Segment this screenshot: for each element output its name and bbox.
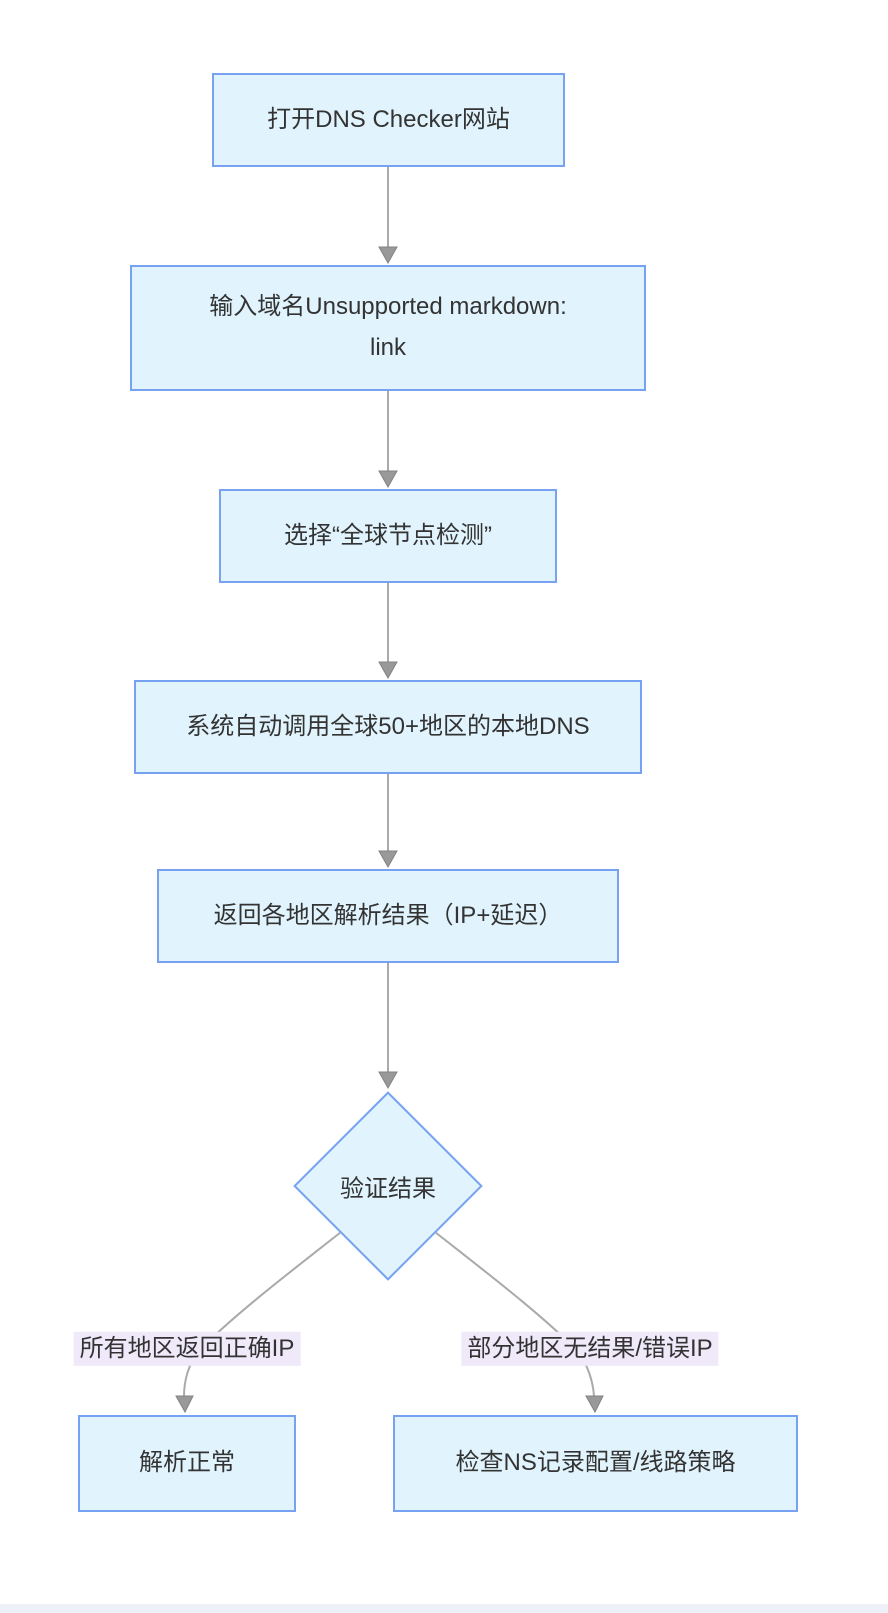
arrowhead-into-verify — [378, 1071, 398, 1090]
node-return-results-label: 返回各地区解析结果（IP+延迟） — [213, 901, 563, 929]
node-select-global-check-label: 选择“全球节点检测” — [284, 521, 492, 549]
node-check-ns-config-label: 检查NS记录配置/线路策略 — [455, 1449, 736, 1477]
arrowhead-into-select — [378, 470, 398, 489]
node-check-ns-config: 检查NS记录配置/线路策略 — [393, 1415, 798, 1512]
edge-verify-to-check — [434, 1231, 595, 1397]
node-verify-results-label: 验证结果 — [340, 1175, 436, 1203]
node-open-dns-checker-label: 打开DNS Checker网站 — [267, 105, 510, 133]
edge-label-partial-regions-fail: 部分地区无结果/错误IP — [461, 1331, 719, 1367]
arrowhead-into-ok — [175, 1395, 194, 1414]
node-select-global-check: 选择“全球节点检测” — [219, 489, 557, 583]
node-return-results: 返回各地区解析结果（IP+延迟） — [157, 869, 619, 963]
node-enter-domain: 输入域名Unsupported markdown: link — [130, 265, 646, 391]
arrowhead-into-invoke — [378, 661, 398, 680]
edge-label-all-regions-correct-ip: 所有地区返回正确IP — [73, 1331, 301, 1367]
node-enter-domain-label: 输入域名Unsupported markdown: link — [209, 293, 567, 361]
arrowhead-into-check — [585, 1395, 604, 1414]
edge-verify-to-ok — [183, 1231, 342, 1397]
node-resolution-normal: 解析正常 — [78, 1415, 296, 1512]
arrowhead-into-results — [378, 850, 398, 869]
node-invoke-local-dns: 系统自动调用全球50+地区的本地DNS — [134, 680, 642, 774]
arrowhead-into-input — [378, 246, 398, 265]
footer-band — [0, 1604, 888, 1613]
node-open-dns-checker: 打开DNS Checker网站 — [212, 73, 565, 167]
node-resolution-normal-label: 解析正常 — [139, 1449, 235, 1477]
node-invoke-local-dns-label: 系统自动调用全球50+地区的本地DNS — [186, 712, 590, 740]
